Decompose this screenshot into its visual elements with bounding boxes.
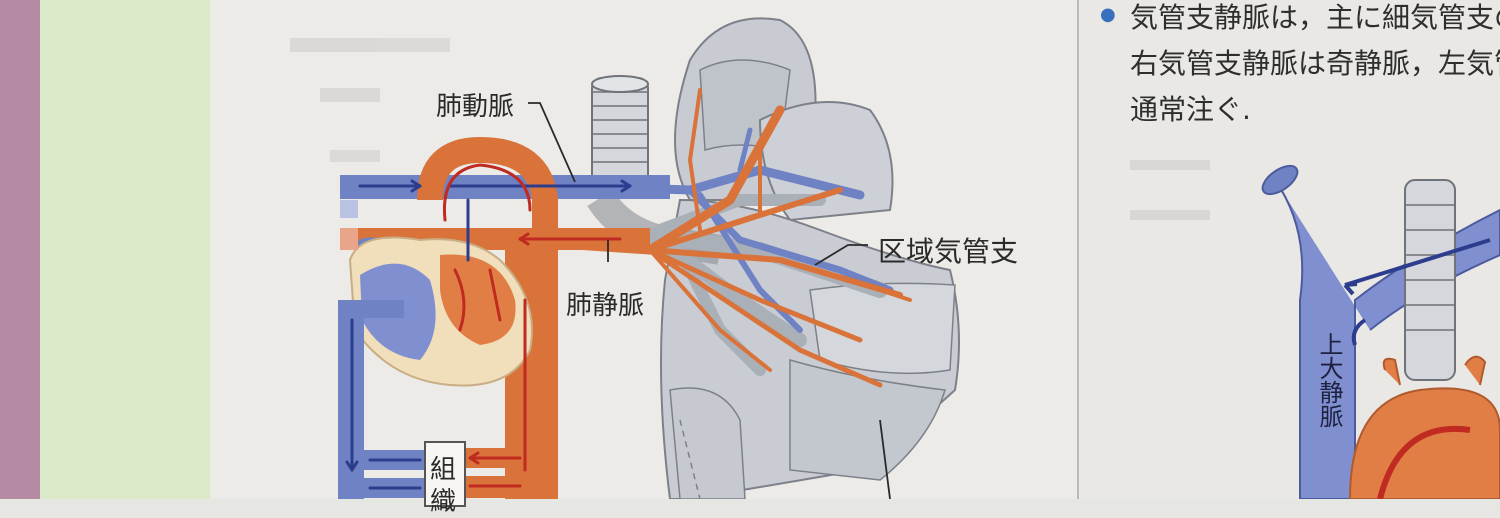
leader-lines — [528, 102, 891, 499]
segmental-bronchi-label: 区域気管支 — [878, 235, 1019, 268]
tissue-box: 組 織 — [424, 441, 466, 517]
superior-vena-cava-illustration — [1261, 164, 1500, 499]
text-column: ● 気管支静脈は，主に細気管支の静脈 右気管支静脈は奇静脈，左気管支静 通常注ぐ… — [1100, 0, 1500, 140]
superior-vena-cava-label: 上大静脈 — [1315, 332, 1343, 428]
left-page-strip — [40, 0, 230, 499]
anatomy-diagram — [0, 0, 1500, 499]
tissue-label-line1: 組 — [430, 455, 457, 485]
text-line-3: 通常注ぐ. — [1130, 93, 1251, 126]
text-line-1: 気管支静脈は，主に細気管支の静脈 — [1130, 1, 1500, 34]
pulmonary-vein-label: 肺静脈 — [566, 291, 645, 321]
flow-arrows — [345, 163, 632, 490]
faded-background-marks — [290, 38, 1210, 220]
left-page-edge — [0, 0, 40, 499]
tissue-label-line2: 織 — [430, 487, 457, 517]
pulmonary-artery-label: 肺動脈 — [436, 92, 515, 122]
text-line-2: 右気管支静脈は奇静脈，左気管支静 — [1130, 47, 1500, 80]
bullet-icon: ● — [1100, 4, 1116, 25]
